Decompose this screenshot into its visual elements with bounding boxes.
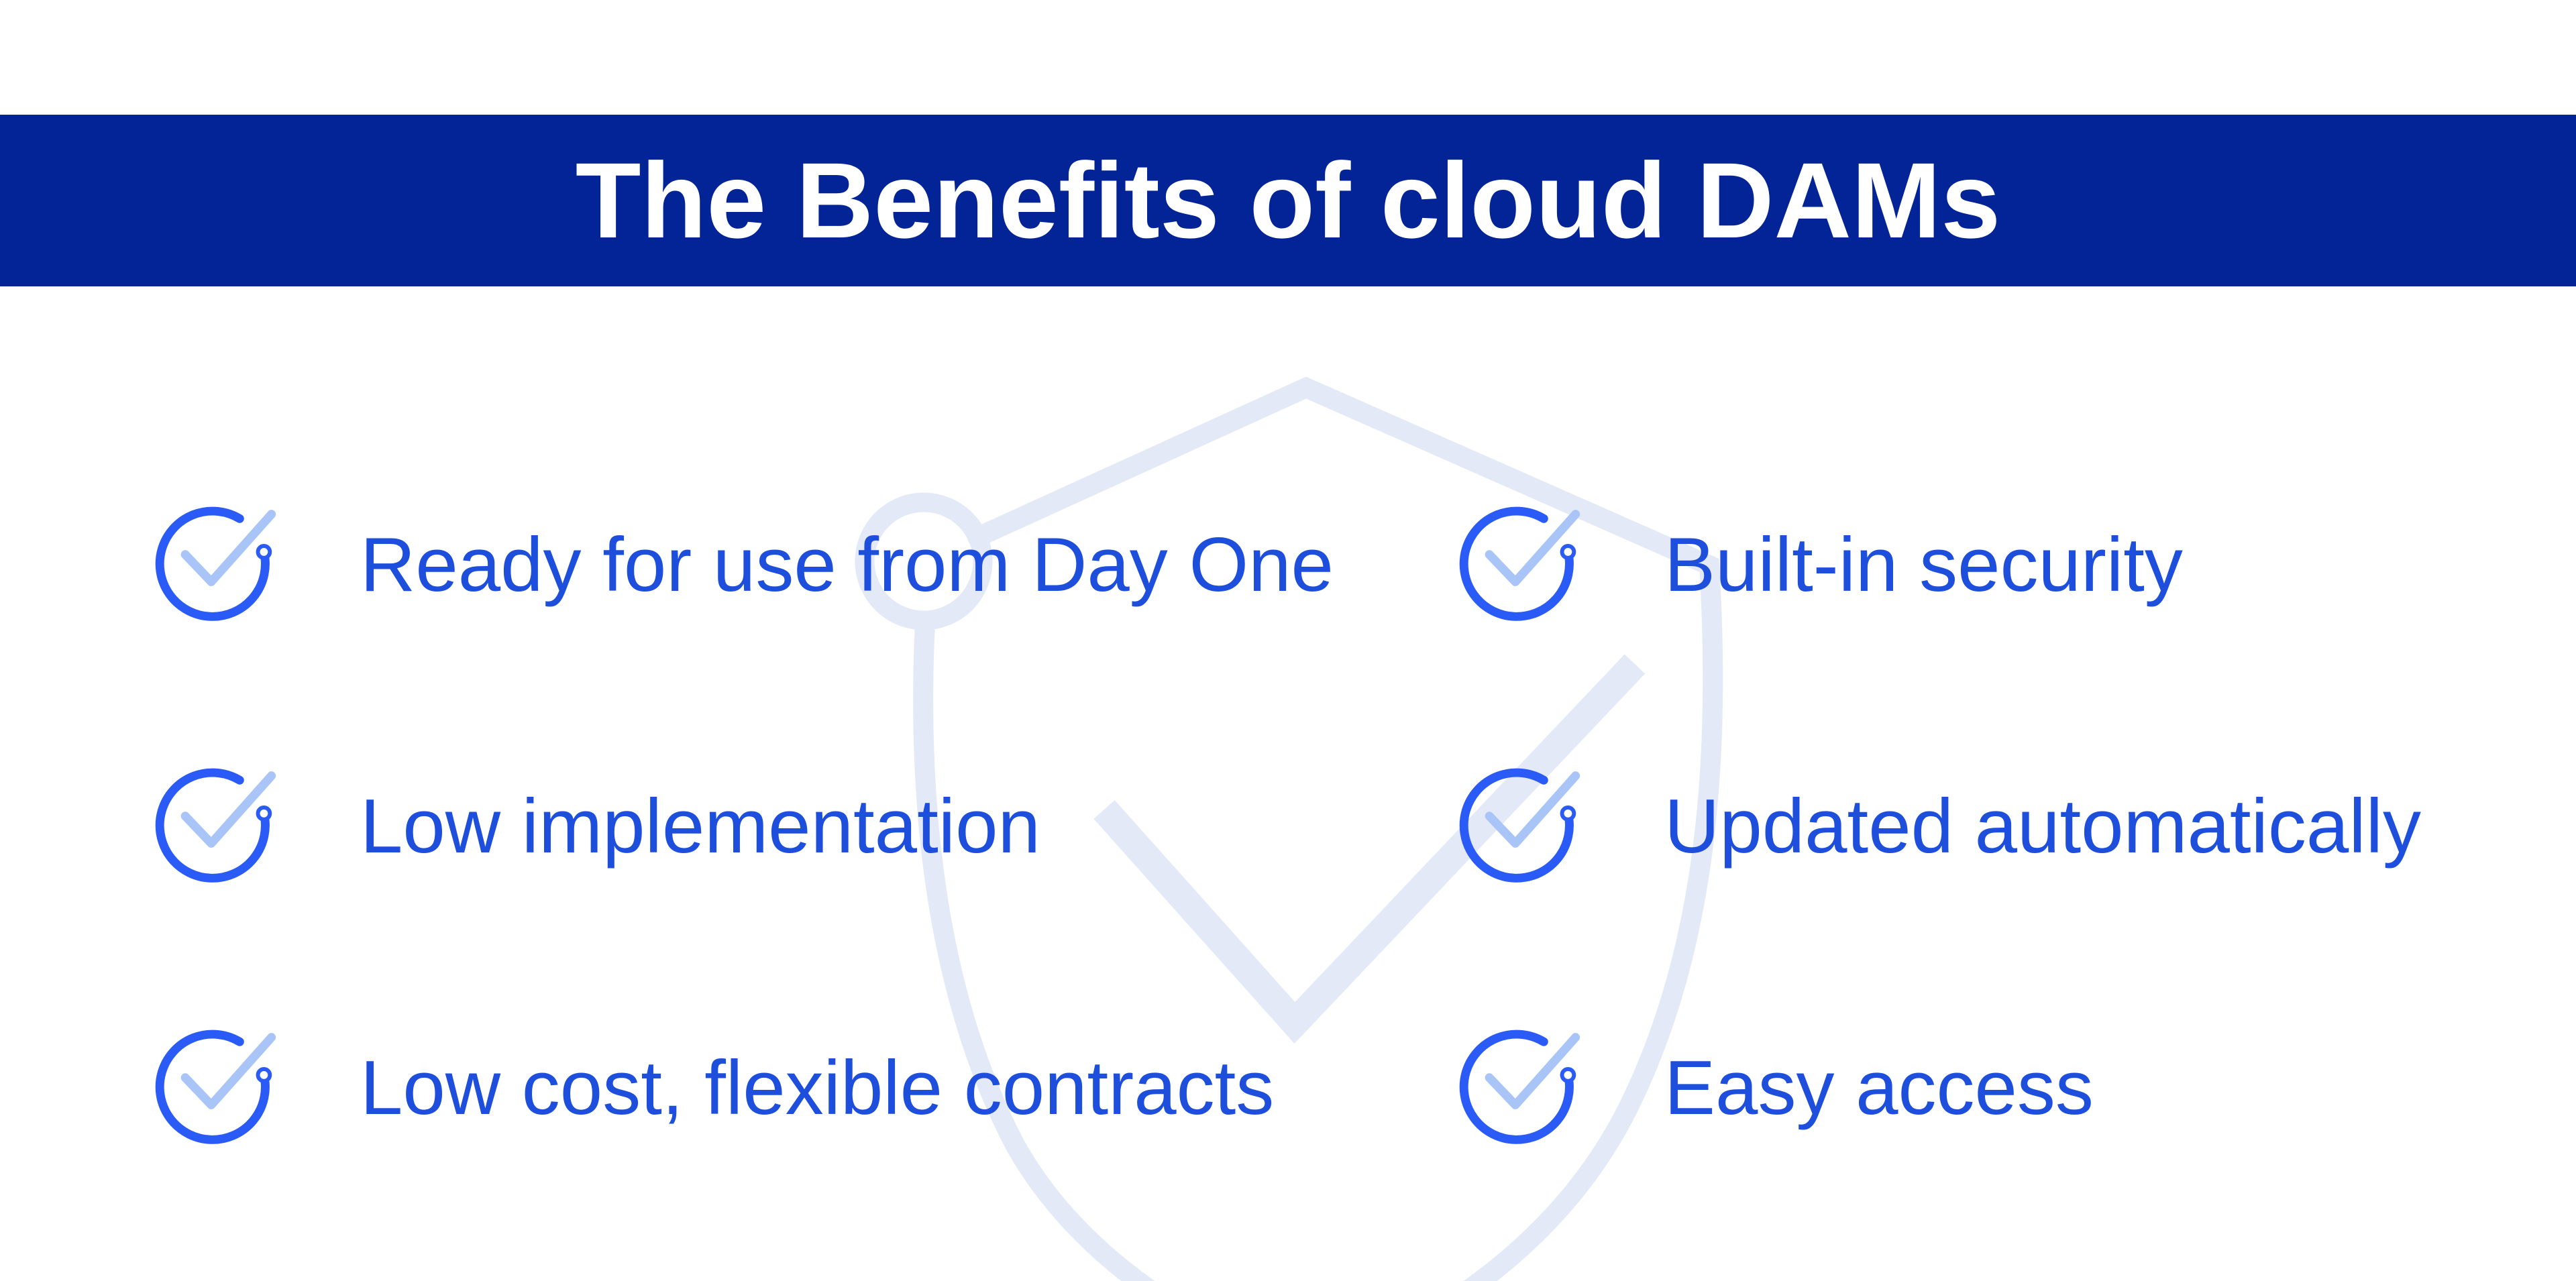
benefit-item-low-cost: Low cost, flexible contracts — [153, 1026, 1274, 1150]
shield-outline-left — [913, 612, 1155, 1281]
header-banner: The Benefits of cloud DAMs — [0, 115, 2576, 286]
benefit-item-low-implementation: Low implementation — [153, 765, 1040, 889]
shield-outline-right — [967, 376, 1723, 1281]
check-circle-icon — [1457, 765, 1581, 889]
benefit-label: Ready for use from Day One — [360, 522, 1334, 608]
check-circle-icon — [1457, 1026, 1581, 1150]
check-circle-icon — [153, 765, 277, 889]
benefit-label: Low cost, flexible contracts — [360, 1045, 1275, 1131]
check-circle-icon — [153, 1026, 277, 1150]
benefit-item-ready-for-use: Ready for use from Day One — [153, 503, 1334, 627]
benefit-item-easy-access: Easy access — [1457, 1026, 2094, 1150]
check-circle-icon — [153, 503, 277, 627]
benefit-label: Updated automatically — [1664, 783, 2421, 869]
benefit-label: Built-in security — [1664, 522, 2183, 608]
check-circle-icon — [1457, 503, 1581, 627]
benefit-label: Easy access — [1664, 1045, 2094, 1131]
shield-ring-accent — [855, 492, 993, 630]
benefit-item-updated-automatically: Updated automatically — [1457, 765, 2421, 889]
benefit-item-built-in-security: Built-in security — [1457, 503, 2183, 627]
shield-checkmark — [1093, 654, 1646, 1044]
page-title: The Benefits of cloud DAMs — [575, 140, 2001, 260]
benefit-label: Low implementation — [360, 783, 1040, 869]
